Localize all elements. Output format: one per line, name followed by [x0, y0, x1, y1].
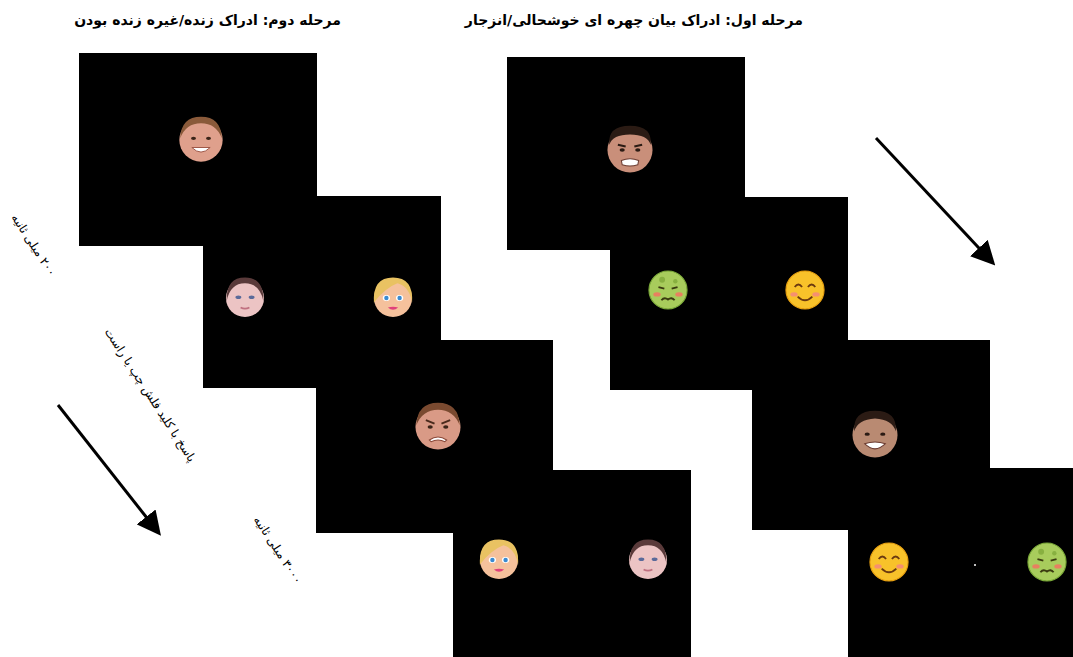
stage-title: مرحله دوم: ادراک زنده/غیره زنده بودن: [74, 12, 341, 28]
stage-title: مرحله اول: ادراک بیان چهره ای خوشحالی/ان…: [465, 12, 803, 28]
screen: [453, 470, 691, 657]
face-stimulus: [852, 411, 897, 458]
sequence-arrow: [876, 138, 992, 262]
human-face: [629, 539, 667, 579]
duration-label: ۲۰۰ میلی ثانیه: [9, 211, 60, 278]
disgust-emoji: [649, 271, 687, 309]
happy-emoji: [870, 543, 908, 581]
fixation-dot: [974, 564, 976, 566]
face-stimulus: [179, 117, 222, 162]
duration-label: ۳۰۰۰ میلی ثانیه: [251, 514, 305, 587]
happy-emoji: [786, 271, 824, 309]
screen: [848, 468, 1073, 657]
response-note: پاسخ با کلید فلش چپ یا راست: [102, 326, 199, 465]
doll-face: [480, 539, 518, 579]
face-stimulus: [607, 126, 652, 173]
sequence-arrow: [58, 405, 158, 532]
human-face: [226, 277, 264, 317]
face-stimulus: [415, 403, 460, 450]
disgust-emoji: [1028, 543, 1066, 581]
doll-face: [374, 277, 412, 317]
